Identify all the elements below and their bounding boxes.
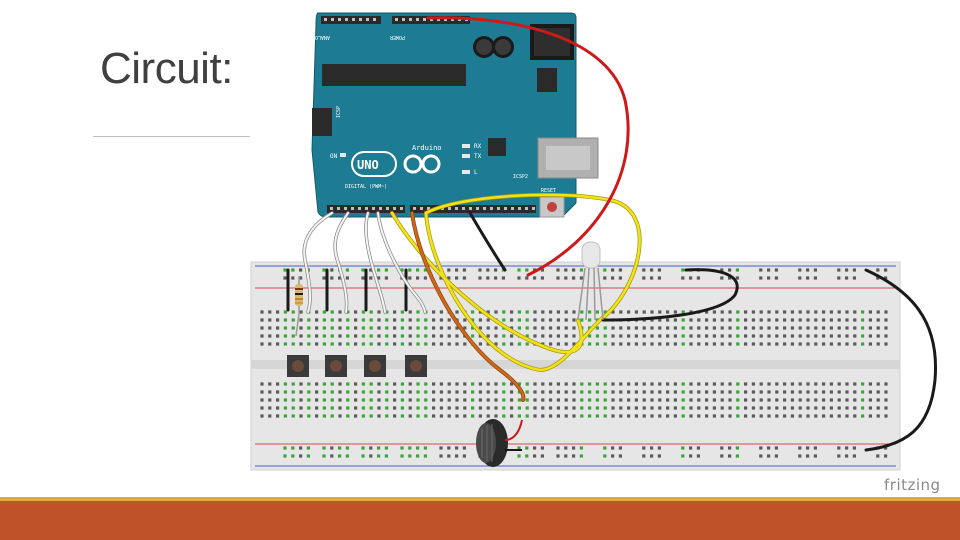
tx-label: TX (474, 153, 482, 160)
fritzing-watermark: fritzing (884, 476, 941, 494)
push-button-2 (325, 355, 347, 377)
ground-jumpers (286, 268, 408, 312)
power-label: POWER (389, 34, 405, 40)
reset-label: RESET (541, 188, 556, 194)
piezo-speaker (476, 419, 523, 467)
icsp2-label: ICSP2 (513, 174, 528, 180)
resistor (295, 276, 303, 337)
footer-accent-line (0, 497, 960, 501)
title-divider (93, 136, 250, 137)
digital-label: DIGITAL (PWM~) (345, 184, 387, 190)
speaker-signal-wire (410, 211, 526, 402)
arduino-logo: UNO Arduino (351, 144, 442, 177)
l-led-label: L (474, 169, 478, 176)
slide-title: Circuit: (100, 44, 233, 93)
push-button-4 (405, 355, 427, 377)
arduino-brand-text: Arduino (412, 144, 442, 152)
button-signal-wires (302, 211, 427, 314)
uno-model-text: UNO (357, 158, 379, 172)
arduino-uno-board: ANALOG IN POWER ICSP ON UNO Arduino (303, 12, 599, 218)
ground-wires (468, 211, 938, 452)
push-button-3 (364, 355, 386, 377)
footer-band (0, 497, 960, 540)
breadboard (250, 261, 901, 471)
analog-label: ANALOG IN (303, 34, 330, 40)
icsp-label: ICSP (336, 106, 342, 118)
rx-label: RX (474, 143, 482, 150)
rgb-led (577, 241, 604, 321)
push-buttons (287, 355, 427, 377)
power-5v-wire (426, 16, 630, 277)
push-button-1 (287, 355, 309, 377)
on-led-label: ON (330, 153, 338, 160)
